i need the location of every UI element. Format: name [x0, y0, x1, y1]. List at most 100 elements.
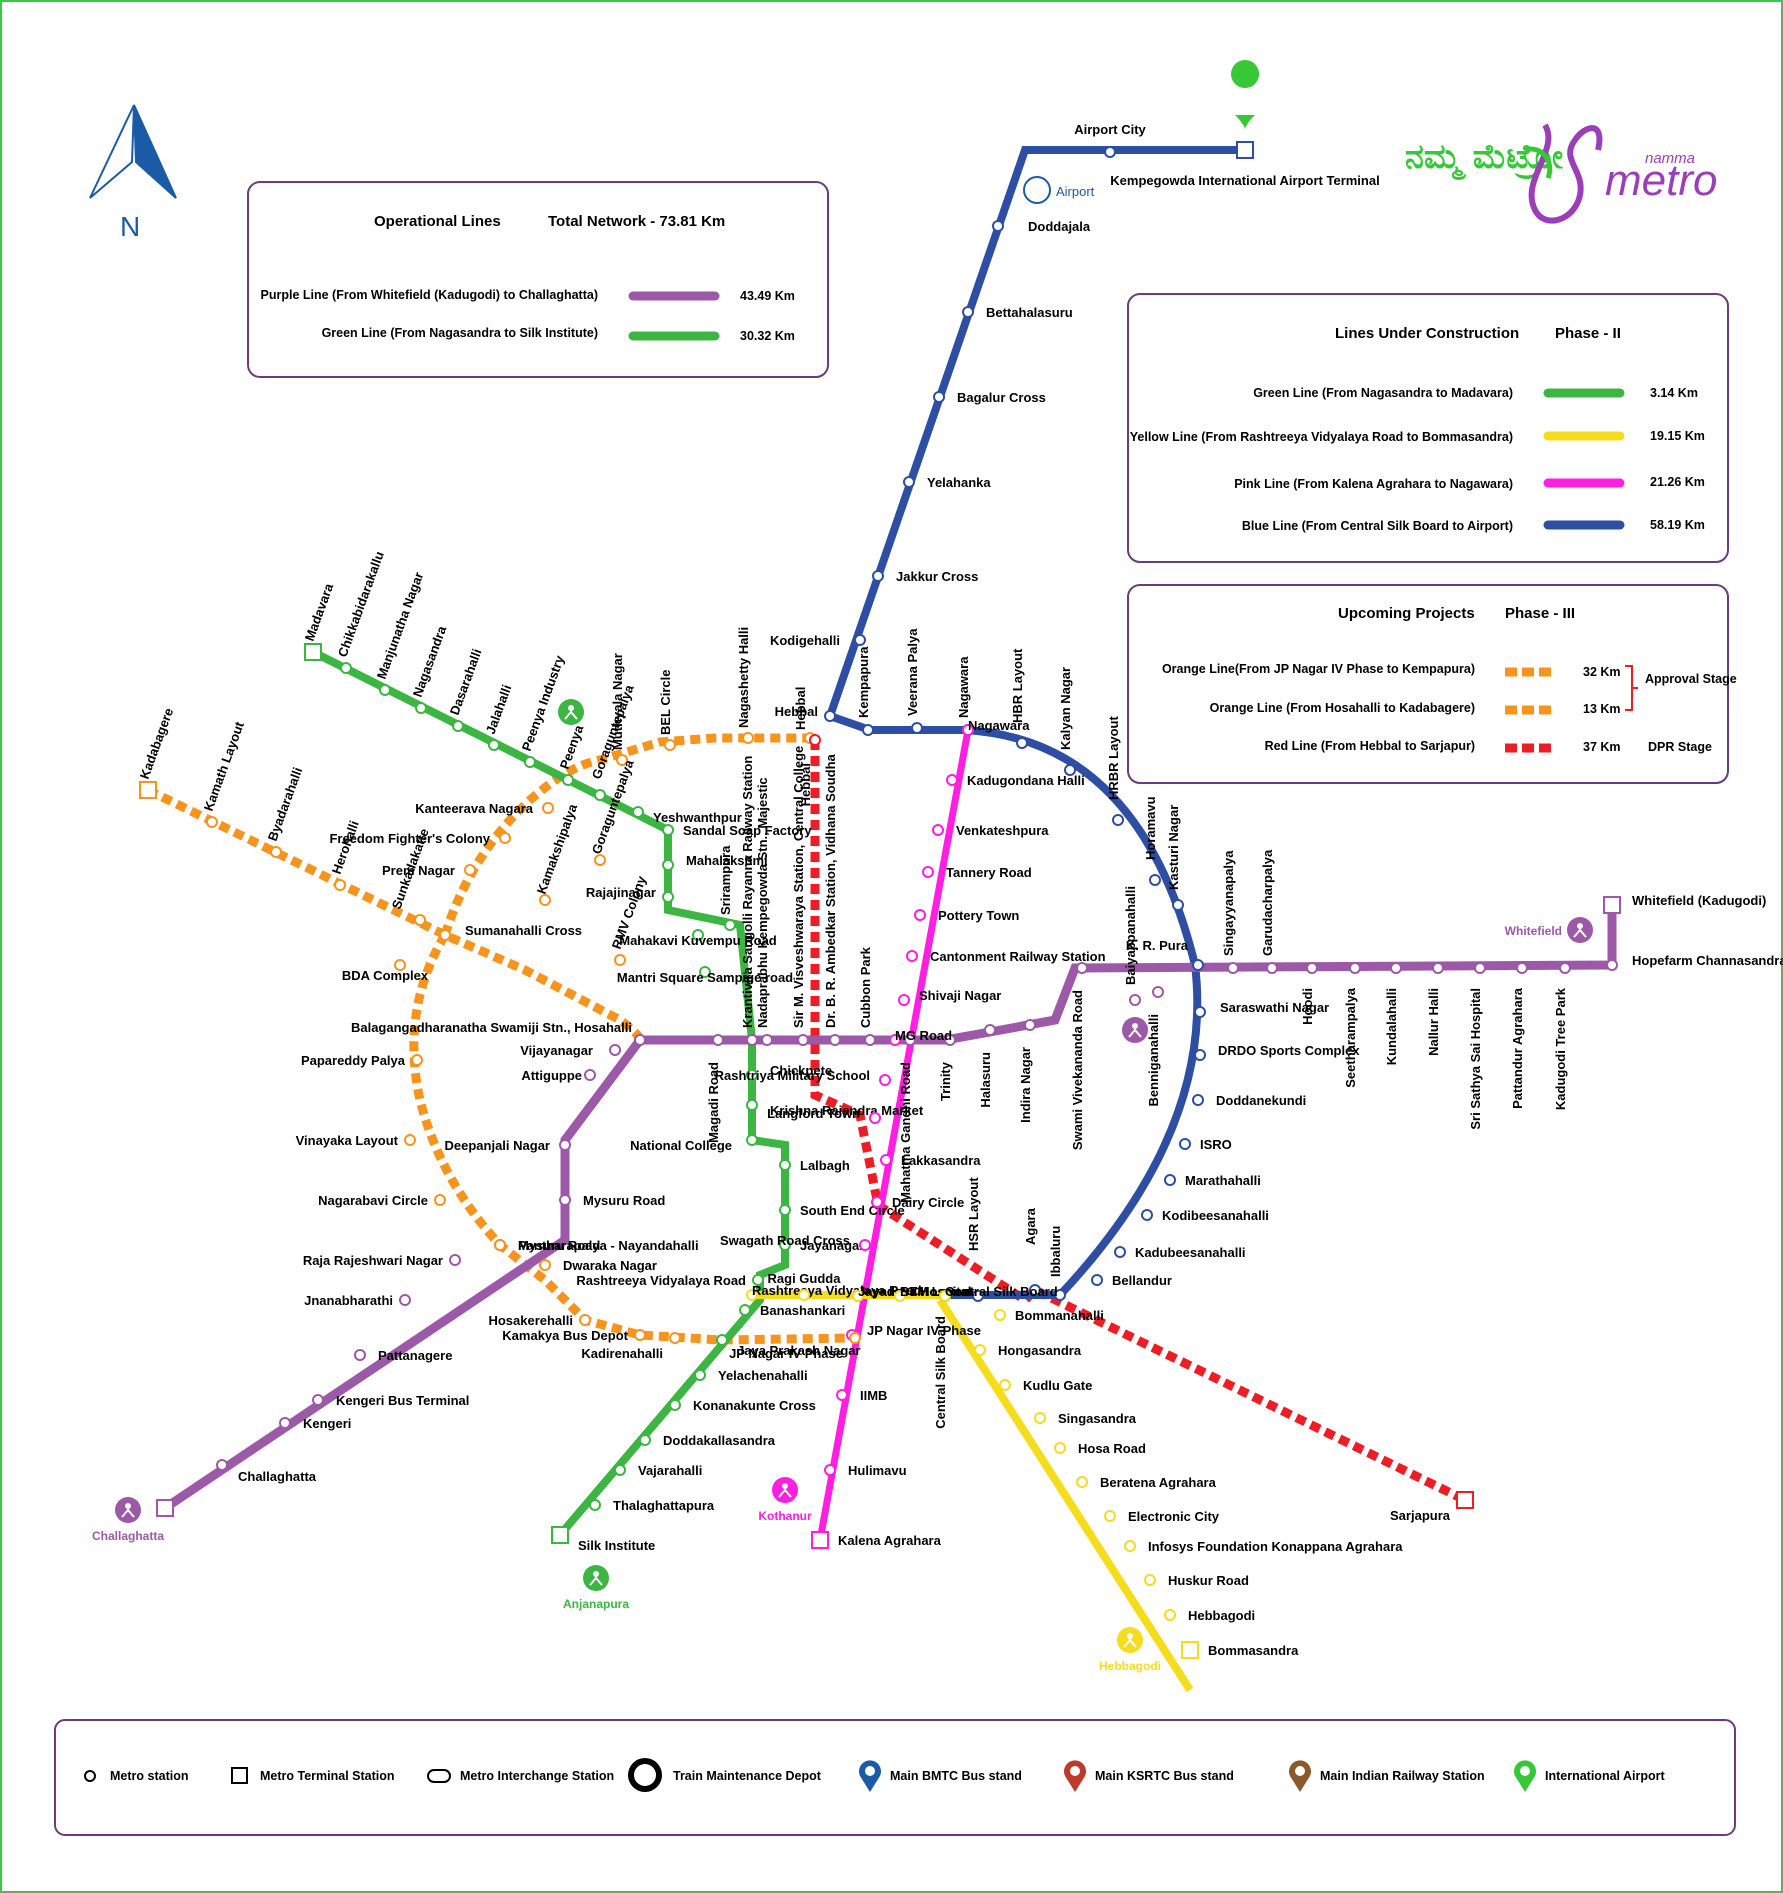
station-label[interactable]: Tannery Road	[946, 865, 1032, 880]
station-marker[interactable]	[962, 306, 974, 318]
station-label[interactable]: Kalyan Nagar	[1058, 667, 1073, 750]
terminal-station-icon[interactable]	[1181, 1641, 1199, 1659]
station-marker[interactable]	[872, 570, 884, 582]
station-marker[interactable]	[716, 1334, 728, 1346]
station-label[interactable]: Hebbal	[793, 687, 808, 730]
station-label[interactable]: Pattanagere	[378, 1348, 452, 1363]
station-label[interactable]: Srirampura	[718, 845, 733, 915]
station-marker[interactable]	[1266, 962, 1278, 974]
station-marker[interactable]	[746, 1134, 758, 1146]
station-label[interactable]: BDA Complex	[342, 968, 429, 983]
station-label[interactable]: Cubbon Park	[858, 946, 873, 1028]
station-marker[interactable]	[1024, 1019, 1036, 1031]
station-label[interactable]: Magadi Road	[706, 1062, 721, 1143]
station-label[interactable]: Benniganahalli	[1146, 1014, 1161, 1106]
station-label[interactable]: Silk Institute	[578, 1538, 655, 1553]
station-label[interactable]: Dr. B. R. Ambedkar Station, Vidhana Soud…	[823, 753, 838, 1028]
station-marker[interactable]	[1474, 962, 1486, 974]
station-label[interactable]: Mahalakshmi	[686, 853, 768, 868]
station-marker[interactable]	[1606, 959, 1618, 971]
station-marker[interactable]	[898, 994, 910, 1006]
station-marker[interactable]	[414, 914, 426, 926]
station-label[interactable]: Airport City	[1074, 122, 1146, 137]
station-marker[interactable]	[939, 1290, 951, 1302]
station-label[interactable]: Pottery Town	[938, 908, 1019, 923]
station-marker[interactable]	[1129, 994, 1141, 1006]
station-marker[interactable]	[932, 824, 944, 836]
station-marker[interactable]	[798, 1289, 810, 1301]
station-label[interactable]: Pantharapalya - Nayandahalli	[518, 1238, 699, 1253]
station-label[interactable]: Marathahalli	[1185, 1173, 1261, 1188]
station-label[interactable]: Beratena Agrahara	[1100, 1475, 1217, 1490]
station-label[interactable]: Mantri Square Sampige road	[617, 970, 793, 985]
station-label[interactable]: Mahakavi Kuvempu Road	[619, 933, 777, 948]
station-label[interactable]: Sri Sathya Sai Hospital	[1468, 988, 1483, 1130]
station-marker[interactable]	[399, 1294, 411, 1306]
station-marker[interactable]	[903, 476, 915, 488]
station-label[interactable]: Pattandur Agrahara	[1510, 987, 1525, 1109]
station-marker[interactable]	[1306, 962, 1318, 974]
station-marker[interactable]	[1152, 986, 1164, 998]
station-marker[interactable]	[1172, 899, 1184, 911]
station-marker[interactable]	[1227, 962, 1239, 974]
station-label[interactable]: Kengeri Bus Terminal	[336, 1393, 469, 1408]
station-label[interactable]: Cantonment Railway Station	[930, 949, 1106, 964]
station-label[interactable]: BEL Circle	[658, 669, 673, 735]
station-marker[interactable]	[1390, 962, 1402, 974]
station-marker[interactable]	[589, 1499, 601, 1511]
station-label[interactable]: Bettahalasuru	[986, 305, 1073, 320]
station-label[interactable]: Bellandur	[1112, 1273, 1172, 1288]
terminal-station-icon[interactable]	[811, 1531, 829, 1549]
station-marker[interactable]	[824, 1464, 836, 1476]
station-label[interactable]: Herohalli	[329, 819, 362, 876]
station-marker[interactable]	[488, 739, 500, 751]
station-marker[interactable]	[634, 1329, 646, 1341]
station-label[interactable]: Yelachenahalli	[718, 1368, 808, 1383]
station-marker[interactable]	[724, 919, 736, 931]
station-marker[interactable]	[1179, 1138, 1191, 1150]
station-label[interactable]: Kempapura	[856, 646, 871, 718]
station-marker[interactable]	[994, 1309, 1006, 1321]
station-label[interactable]: Saraswathi Nagar	[1220, 1000, 1329, 1015]
station-label[interactable]: HSR Layout	[966, 1177, 981, 1251]
station-label[interactable]: Hoodi	[1300, 988, 1315, 1025]
station-marker[interactable]	[742, 732, 754, 744]
station-label[interactable]: Rashtriya Military School	[715, 1068, 870, 1083]
station-label[interactable]: Hebbal	[775, 704, 818, 719]
station-marker[interactable]	[797, 1034, 809, 1046]
station-label[interactable]: Whitefield (Kadugodi)	[1632, 893, 1766, 908]
station-marker[interactable]	[692, 929, 704, 941]
station-label[interactable]: Dwaraka Nagar	[563, 1258, 657, 1273]
station-marker[interactable]	[279, 1417, 291, 1429]
terminal-station-icon[interactable]	[1603, 896, 1621, 914]
station-label[interactable]: Bommanahalli	[1015, 1308, 1104, 1323]
station-label[interactable]: Lalbagh	[800, 1158, 850, 1173]
station-label[interactable]: Jnanabharathi	[304, 1293, 393, 1308]
station-marker[interactable]	[1054, 1442, 1066, 1454]
station-label[interactable]: Raja Rajeshwari Nagar	[303, 1253, 443, 1268]
station-marker[interactable]	[879, 1074, 891, 1086]
station-label[interactable]: Central Silk Board	[945, 1284, 1058, 1299]
station-marker[interactable]	[1192, 1094, 1204, 1106]
station-label[interactable]: Singayyanapalya	[1221, 850, 1236, 956]
station-label[interactable]: Garudacharpalya	[1260, 849, 1275, 956]
station-marker[interactable]	[862, 724, 874, 736]
terminal-station-icon[interactable]	[156, 1499, 174, 1517]
station-label[interactable]: Kempegowda International Airport Termina…	[1110, 173, 1379, 188]
station-marker[interactable]	[662, 824, 674, 836]
station-label[interactable]: Deepanjali Nagar	[445, 1138, 551, 1153]
station-marker[interactable]	[972, 1290, 984, 1302]
station-label[interactable]: Kadabagere	[137, 706, 177, 781]
station-label[interactable]: BTM Layout	[900, 1284, 975, 1299]
station-label[interactable]: Hulimavu	[848, 1463, 907, 1478]
station-label[interactable]: South End Circle	[800, 1203, 905, 1218]
station-label[interactable]: Hosakerehalli	[488, 1313, 573, 1328]
station-label[interactable]: Manjunatha Nagar	[374, 570, 427, 681]
station-marker[interactable]	[1091, 1274, 1103, 1286]
terminal-station-icon[interactable]	[1456, 1491, 1474, 1509]
station-marker[interactable]	[1349, 962, 1361, 974]
station-marker[interactable]	[559, 1139, 571, 1151]
station-marker[interactable]	[922, 866, 934, 878]
station-label[interactable]: Trinity	[938, 1061, 953, 1101]
station-marker[interactable]	[1112, 814, 1124, 826]
